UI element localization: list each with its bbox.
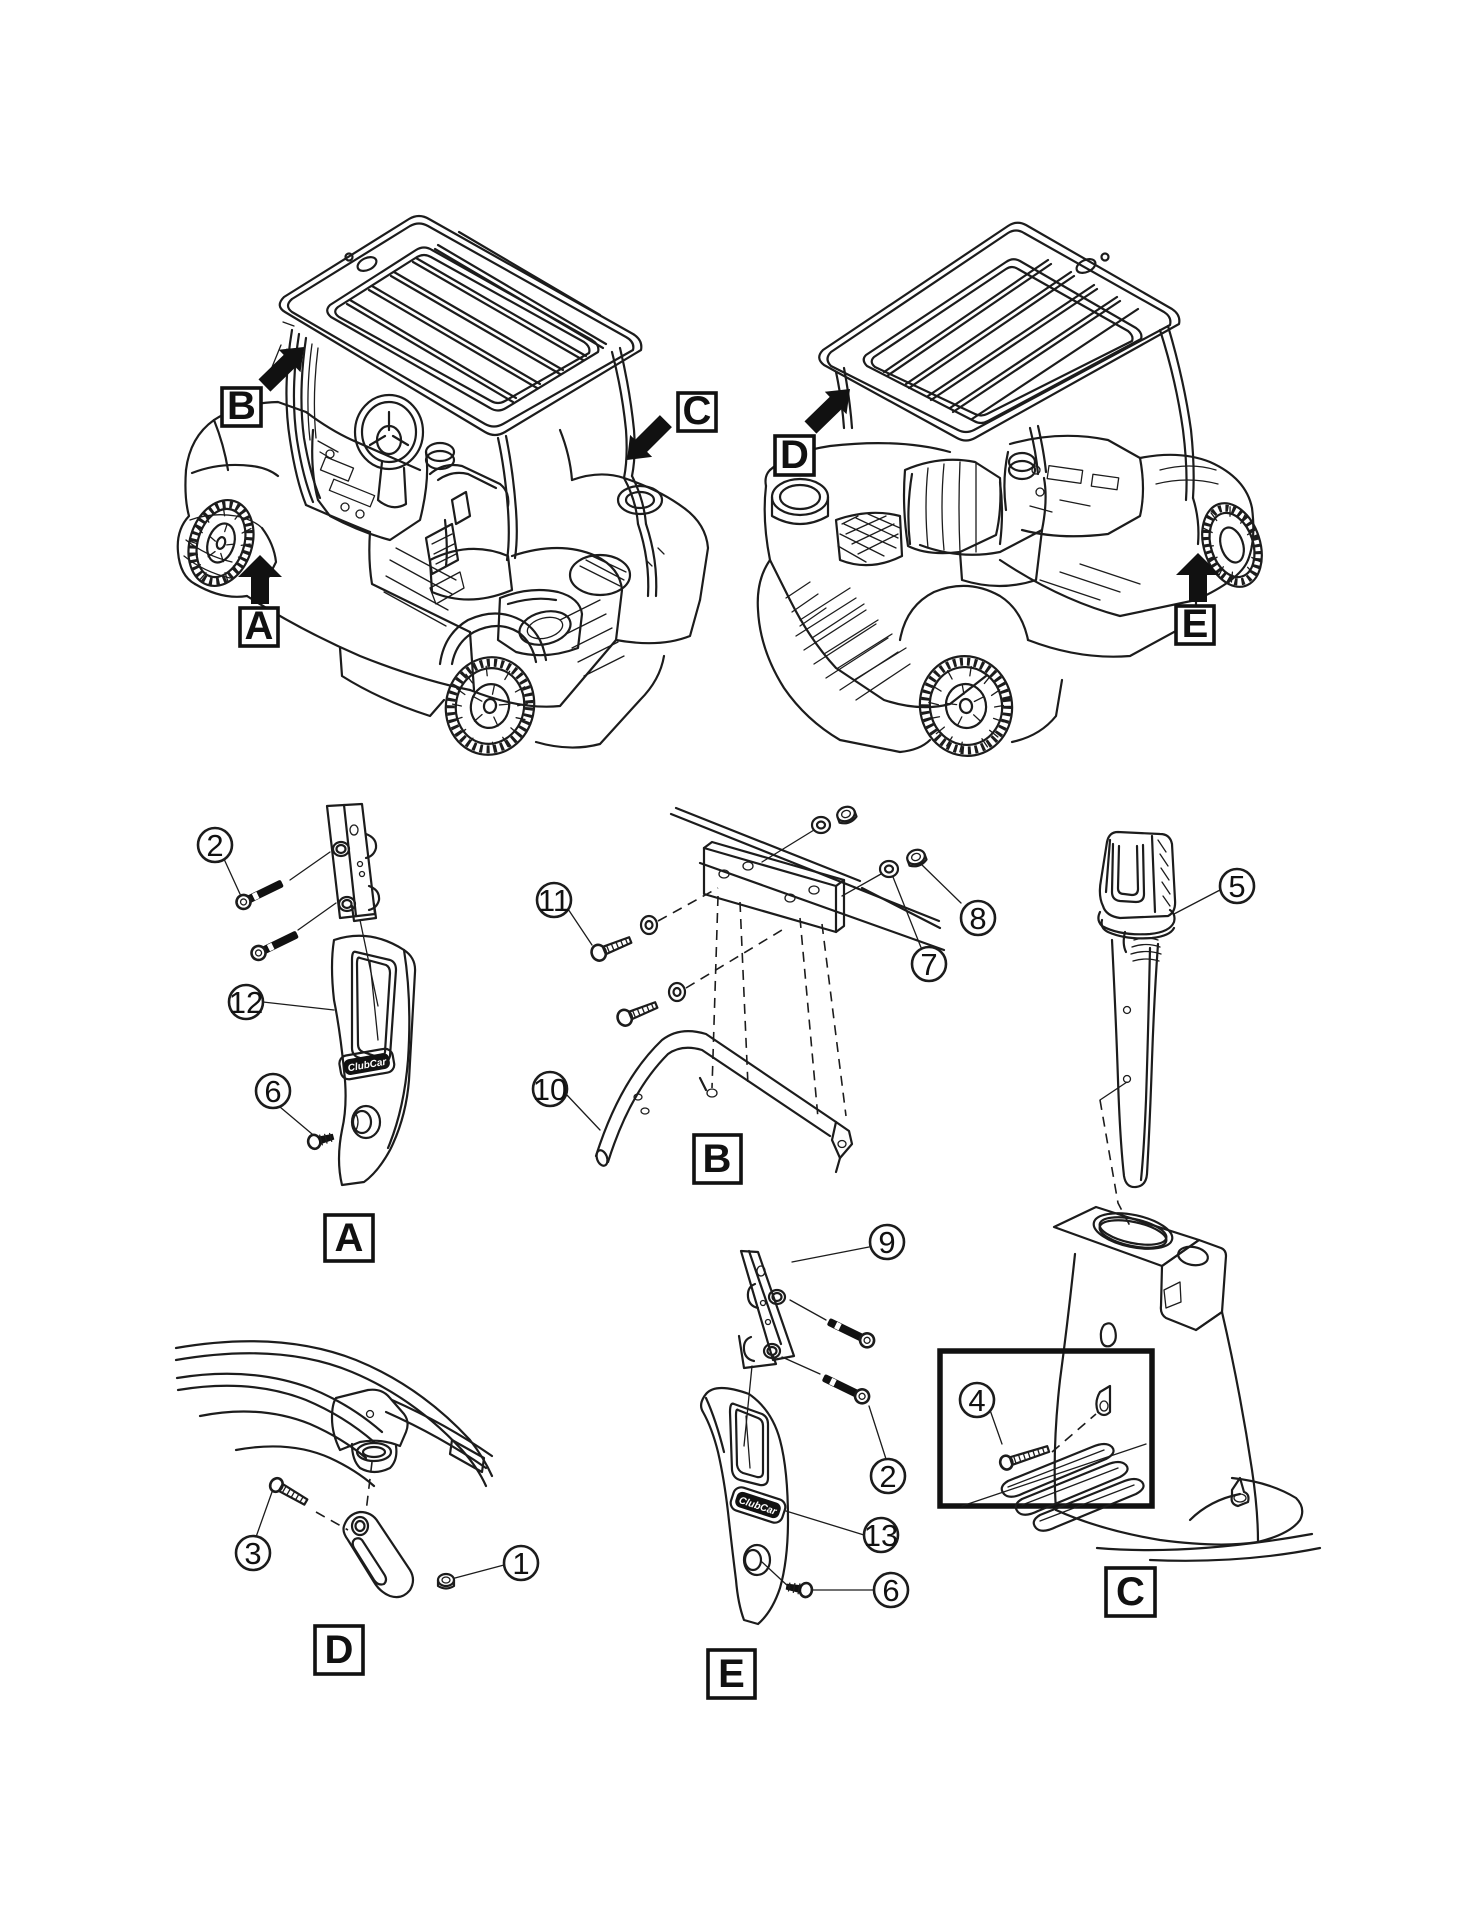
svg-text:5: 5 (1228, 869, 1245, 904)
svg-text:6: 6 (882, 1573, 899, 1608)
svg-text:A: A (335, 1216, 364, 1260)
svg-text:C: C (1116, 1570, 1145, 1614)
svg-text:2: 2 (879, 1459, 896, 1494)
svg-text:9: 9 (878, 1225, 895, 1260)
svg-text:12: 12 (229, 985, 263, 1020)
svg-text:E: E (1182, 602, 1209, 646)
svg-text:4: 4 (968, 1383, 985, 1418)
svg-text:2: 2 (206, 828, 223, 863)
svg-text:8: 8 (969, 901, 986, 936)
svg-text:E: E (718, 1652, 745, 1696)
svg-text:10: 10 (533, 1072, 567, 1107)
svg-text:B: B (703, 1137, 732, 1181)
svg-text:A: A (245, 604, 274, 648)
svg-text:3: 3 (244, 1536, 261, 1571)
svg-text:11: 11 (538, 883, 570, 918)
svg-text:13: 13 (864, 1518, 898, 1553)
svg-text:C: C (683, 389, 712, 433)
svg-text:6: 6 (264, 1074, 281, 1109)
svg-text:7: 7 (920, 947, 937, 982)
svg-text:D: D (325, 1628, 354, 1672)
svg-text:1: 1 (512, 1546, 529, 1581)
svg-text:D: D (780, 433, 809, 477)
svg-text:B: B (227, 384, 256, 428)
